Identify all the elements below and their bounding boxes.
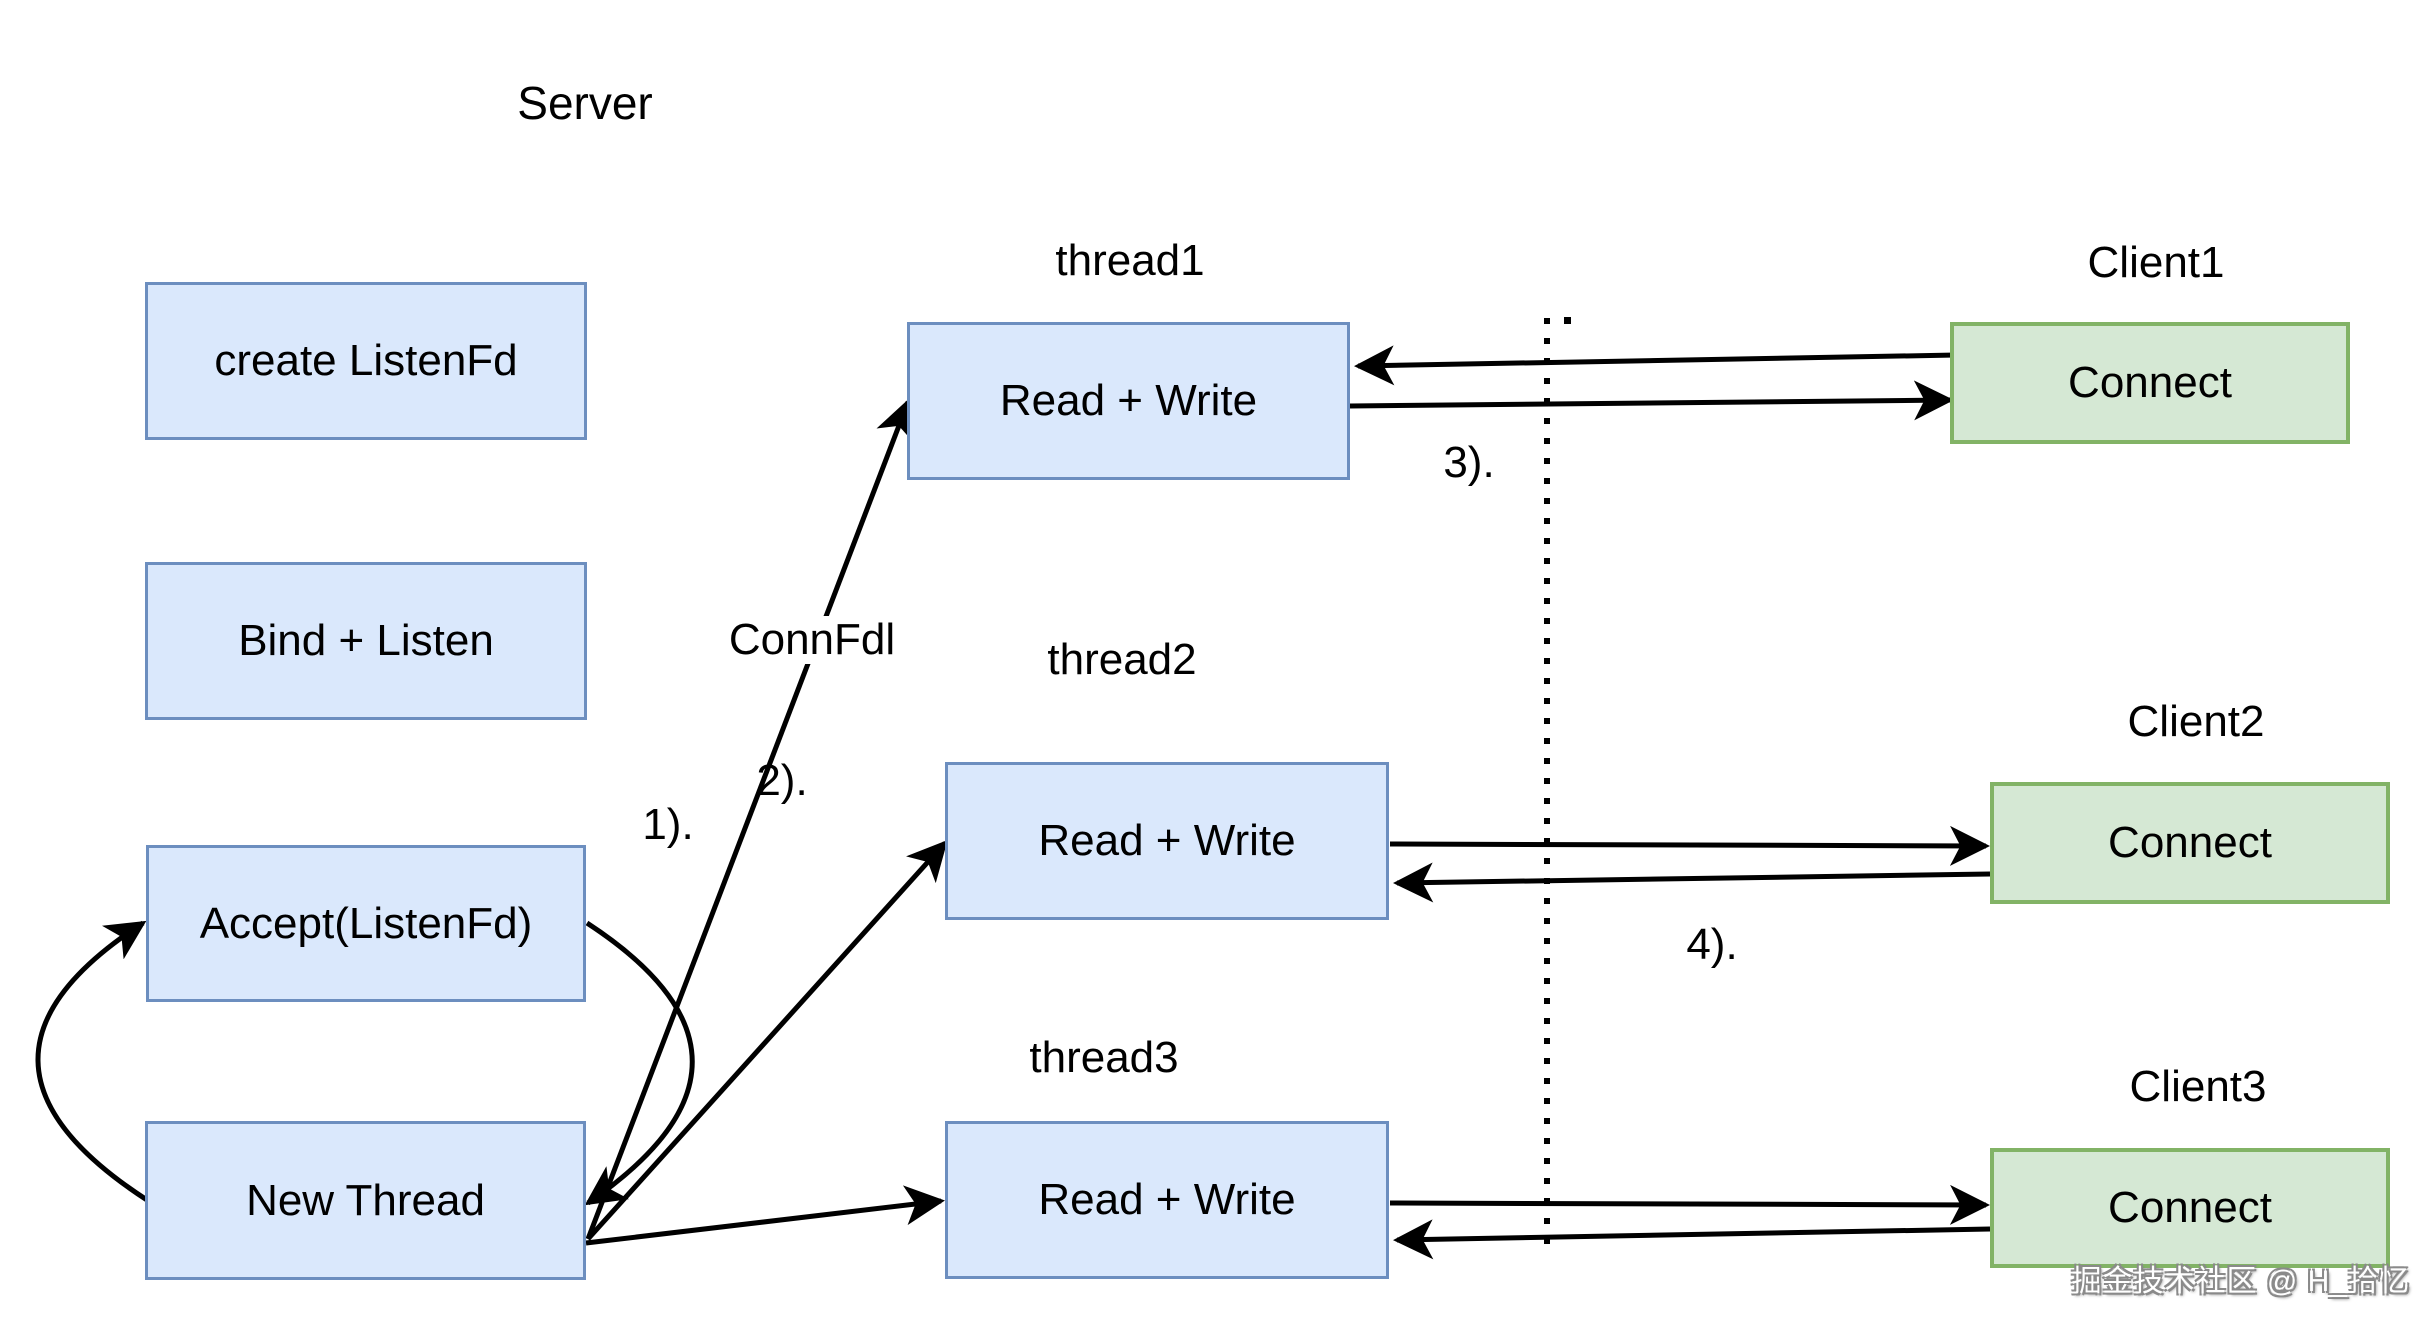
arrow-new-thread-to-thread1 xyxy=(585,398,914,1240)
node-new-thread: New Thread xyxy=(145,1121,586,1280)
client2-title: Client2 xyxy=(2127,697,2265,746)
client3-title: Client3 xyxy=(2129,1062,2267,1111)
step3-label: 3). xyxy=(1443,438,1495,487)
thread1-title: thread1 xyxy=(1055,236,1205,285)
arrow-thread1-to-client1 xyxy=(1349,380,1954,421)
step4-label: 4). xyxy=(1686,920,1738,969)
node-bind-listen: Bind + Listen xyxy=(145,562,587,720)
node-thread2-read-write: Read + Write xyxy=(945,762,1389,920)
arrow-client1-to-thread1 xyxy=(1354,345,1957,386)
server-title: Server xyxy=(517,77,653,129)
arrow-thread2-to-client2 xyxy=(1389,825,1990,866)
node-client1-connect: Connect xyxy=(1950,322,2350,444)
connfd-edge-label: ConnFdl xyxy=(722,616,902,664)
arrow-client2-to-thread2 xyxy=(1393,862,1991,903)
arrow-new-thread-to-accept-curve xyxy=(35,920,149,1203)
node-create-listenfd: create ListenFd xyxy=(145,282,587,440)
thread2-title: thread2 xyxy=(1047,635,1197,684)
node-thread3-read-write: Read + Write xyxy=(945,1121,1389,1279)
thread3-title: thread3 xyxy=(1029,1033,1179,1082)
arrow-client3-to-thread3 xyxy=(1393,1219,1991,1260)
step2-label: 2). xyxy=(756,756,808,805)
stray-dot xyxy=(1564,317,1571,324)
watermark: 掘金技术社区 @ H_拾忆 xyxy=(2071,1265,2410,1298)
step1-label: 1). xyxy=(642,800,694,849)
arrow-new-thread-to-thread3 xyxy=(585,1185,945,1246)
arrow-accept-to-new-thread-curve xyxy=(584,920,695,1206)
arrow-new-thread-to-thread2 xyxy=(586,840,948,1241)
node-thread1-read-write: Read + Write xyxy=(907,322,1350,480)
node-client2-connect: Connect xyxy=(1990,782,2390,904)
client1-title: Client1 xyxy=(2087,238,2225,287)
arrow-thread3-to-client3 xyxy=(1389,1184,1990,1225)
node-client3-connect: Connect xyxy=(1990,1148,2390,1268)
node-accept-listenfd: Accept(ListenFd) xyxy=(146,845,586,1002)
